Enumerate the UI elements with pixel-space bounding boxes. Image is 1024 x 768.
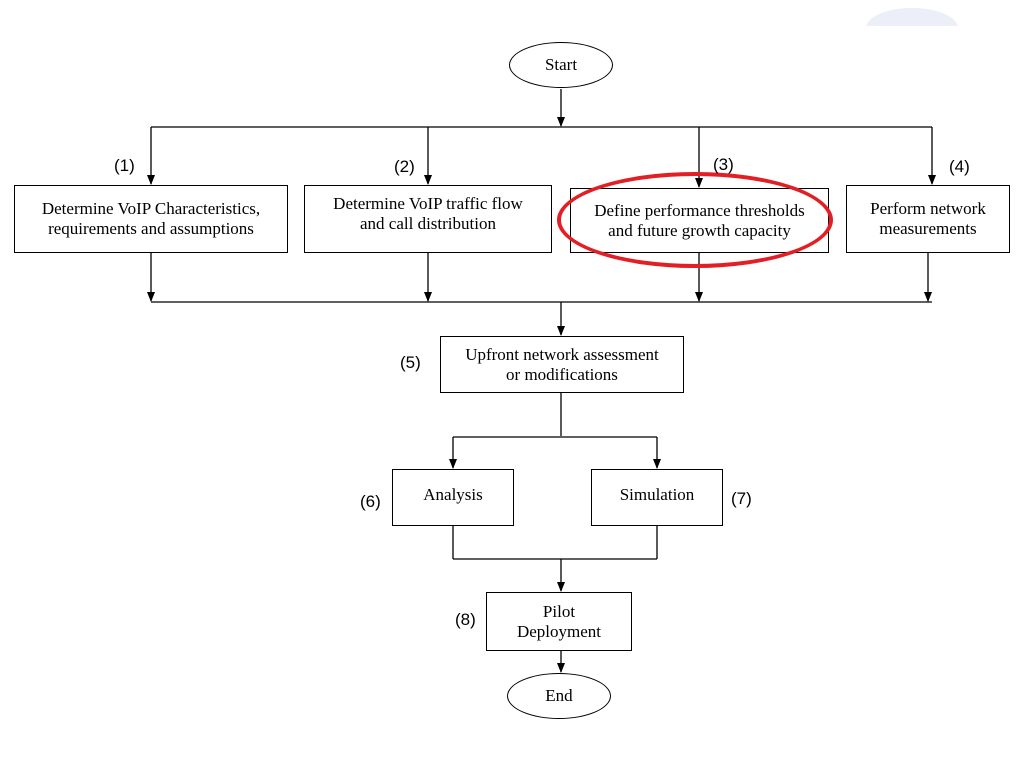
step-6-box: Analysis	[392, 469, 514, 526]
step-2-number: (2)	[394, 157, 415, 176]
end-node: End	[507, 673, 611, 719]
step-6-number: (6)	[360, 492, 381, 511]
step-2-box: Determine VoIP traffic flow and call dis…	[304, 185, 552, 253]
step-5-number: (5)	[400, 353, 421, 372]
step-4-number: (4)	[949, 157, 970, 176]
step-5-box: Upfront network assessment or modificati…	[440, 336, 684, 393]
step-8-number: (8)	[455, 610, 476, 629]
step-7-number: (7)	[731, 489, 752, 508]
step-8-box: Pilot Deployment	[486, 592, 632, 651]
step-7-box: Simulation	[591, 469, 723, 526]
step-3-number: (3)	[713, 155, 734, 174]
start-node: Start	[509, 42, 613, 88]
step-1-number: (1)	[114, 156, 135, 175]
decorative-blob	[866, 8, 958, 26]
step-3-highlight-ring	[557, 172, 833, 268]
step-1-box: Determine VoIP Characteristics, requirem…	[14, 185, 288, 253]
step-4-box: Perform network measurements	[846, 185, 1010, 253]
